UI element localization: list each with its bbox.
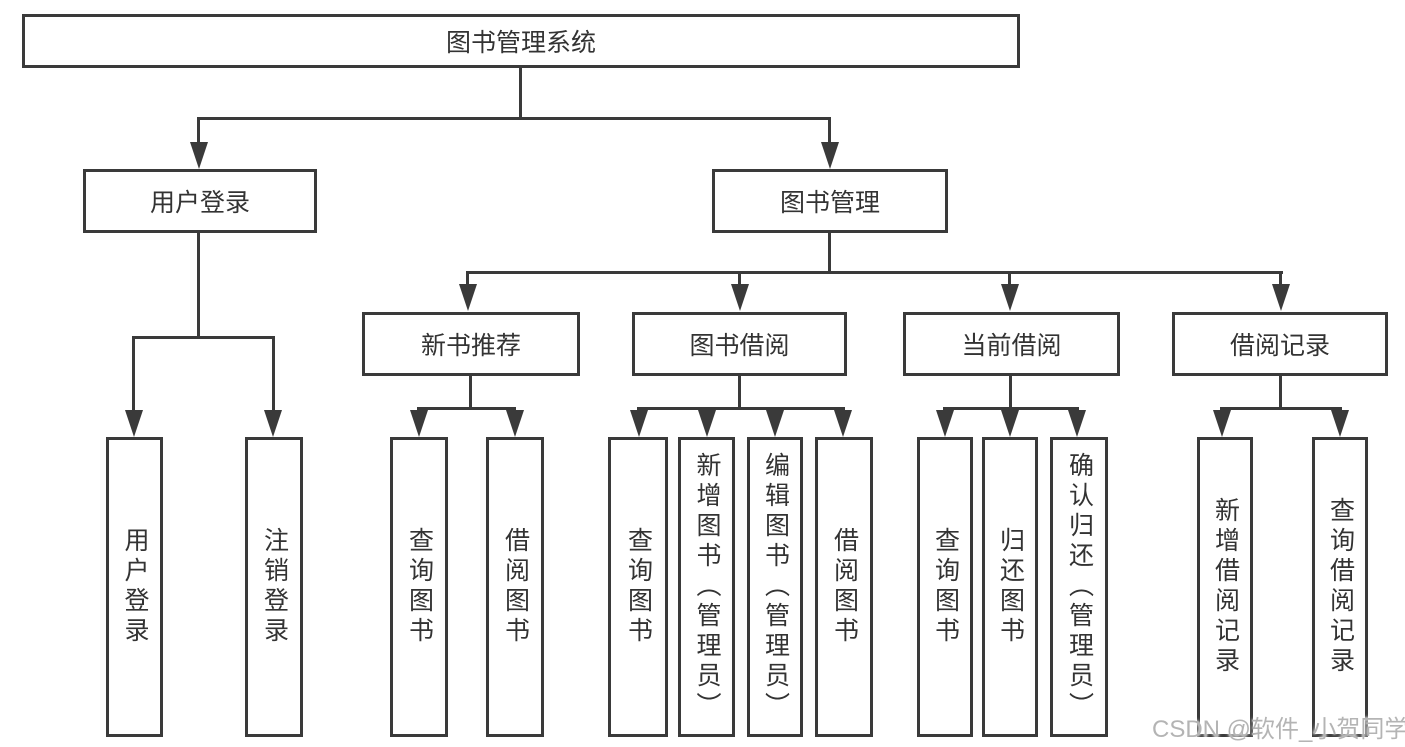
arrow-to-leaf-logout: [264, 410, 282, 437]
connector-leaf-user-login-drop: [132, 338, 135, 414]
node-new-book-recommend: 新书推荐: [362, 312, 580, 376]
leaf-current-confirm-return-admin-label: 确认归还（管理员）: [1065, 452, 1094, 722]
leaf-current-return-books: 归还图书: [982, 437, 1038, 737]
leaf-logout-label: 注销登录: [260, 527, 289, 647]
arrow-borrow-add: [698, 410, 716, 437]
node-current-borrow-label: 当前借阅: [961, 332, 1062, 360]
arrow-to-new-book-rec: [459, 284, 477, 311]
leaf-borrow-edit-books-admin: 编辑图书（管理员）: [747, 437, 803, 737]
node-borrow-records: 借阅记录: [1172, 312, 1388, 376]
connector-level3-bar: [466, 271, 1283, 274]
leaf-newrec-query-books-label: 查询图书: [405, 527, 434, 647]
leaf-current-return-books-label: 归还图书: [996, 527, 1025, 647]
leaf-borrow-borrow-books-label: 借阅图书: [830, 527, 859, 647]
csdn-watermark: CSDN @软件_小贺同学: [1152, 716, 1405, 743]
arrow-borrow-borrow: [834, 410, 852, 437]
connector-current-bar: [943, 407, 1079, 410]
leaf-newrec-borrow-books-label: 借阅图书: [501, 527, 530, 647]
connector-borrow-stem: [738, 376, 741, 409]
arrow-to-user-login: [190, 142, 208, 169]
node-library-system: 图书管理系统: [22, 14, 1020, 68]
arrow-to-leaf-user-login: [125, 410, 143, 437]
node-book-management: 图书管理: [712, 169, 948, 233]
node-library-system-label: 图书管理系统: [445, 29, 596, 57]
leaf-current-confirm-return-admin: 确认归还（管理员）: [1050, 437, 1108, 737]
connector-book-mgmt-stem: [828, 233, 831, 273]
connector-new-book-stem: [469, 376, 472, 409]
connector-records-bar: [1220, 407, 1342, 410]
connector-user-login-bar: [132, 336, 275, 339]
leaf-user-login: 用户登录: [106, 437, 163, 737]
node-book-borrow-label: 图书借阅: [689, 332, 790, 360]
connector-borrow-bar: [637, 407, 845, 410]
arrow-current-return: [1001, 410, 1019, 437]
connector-book-borrow-drop: [738, 273, 741, 287]
node-book-management-label: 图书管理: [779, 189, 880, 217]
leaf-newrec-borrow-books: 借阅图书: [486, 437, 544, 737]
leaf-records-query-record-label: 查询借阅记录: [1326, 497, 1355, 677]
leaf-records-add-record-label: 新增借阅记录: [1211, 497, 1240, 677]
node-user-login: 用户登录: [83, 169, 317, 233]
arrow-to-book-mgmt: [821, 142, 839, 169]
leaf-borrow-query-books-label: 查询图书: [624, 527, 653, 647]
node-current-borrow: 当前借阅: [903, 312, 1120, 376]
connector-records-stem: [1279, 376, 1282, 409]
leaf-borrow-query-books: 查询图书: [608, 437, 668, 737]
node-new-book-recommend-label: 新书推荐: [420, 332, 521, 360]
arrow-to-borrow-records: [1272, 284, 1290, 311]
arrow-borrow-edit: [766, 410, 784, 437]
leaf-newrec-query-books: 查询图书: [390, 437, 448, 737]
arrow-newrec-query: [410, 410, 428, 437]
arrow-records-add: [1213, 410, 1231, 437]
connector-leaf-logout-drop: [272, 338, 275, 414]
leaf-borrow-add-books-admin-label: 新增图书（管理员）: [693, 452, 721, 722]
connector-user-login-drop: [197, 119, 200, 147]
arrow-current-confirm: [1068, 410, 1086, 437]
connector-root-stem: [519, 68, 522, 120]
arrow-newrec-borrow: [506, 410, 524, 437]
connector-borrow-records-drop: [1279, 273, 1282, 287]
leaf-borrow-edit-books-admin-label: 编辑图书（管理员）: [761, 452, 790, 722]
connector-current-borrow-drop: [1008, 273, 1011, 287]
node-borrow-records-label: 借阅记录: [1229, 332, 1330, 360]
leaf-current-query-books: 查询图书: [917, 437, 973, 737]
node-user-login-label: 用户登录: [149, 189, 250, 217]
arrow-to-current-borrow: [1001, 284, 1019, 311]
connector-user-login-stem: [197, 233, 200, 339]
leaf-records-add-record: 新增借阅记录: [1197, 437, 1253, 737]
arrow-current-query: [936, 410, 954, 437]
leaf-user-login-label: 用户登录: [121, 527, 149, 647]
leaf-borrow-borrow-books: 借阅图书: [815, 437, 873, 737]
leaf-logout: 注销登录: [245, 437, 303, 737]
arrow-borrow-query: [630, 410, 648, 437]
leaf-borrow-add-books-admin: 新增图书（管理员）: [678, 437, 735, 737]
connector-new-book-bar: [417, 407, 516, 410]
node-book-borrow: 图书借阅: [632, 312, 847, 376]
connector-book-mgmt-drop: [828, 119, 831, 147]
leaf-records-query-record: 查询借阅记录: [1312, 437, 1368, 737]
connector-level2-bar: [197, 117, 831, 120]
leaf-current-query-books-label: 查询图书: [931, 527, 960, 647]
arrow-to-book-borrow: [731, 284, 749, 311]
arrow-records-query: [1331, 410, 1349, 437]
connector-current-stem: [1009, 376, 1012, 409]
connector-new-book-drop: [466, 273, 469, 287]
